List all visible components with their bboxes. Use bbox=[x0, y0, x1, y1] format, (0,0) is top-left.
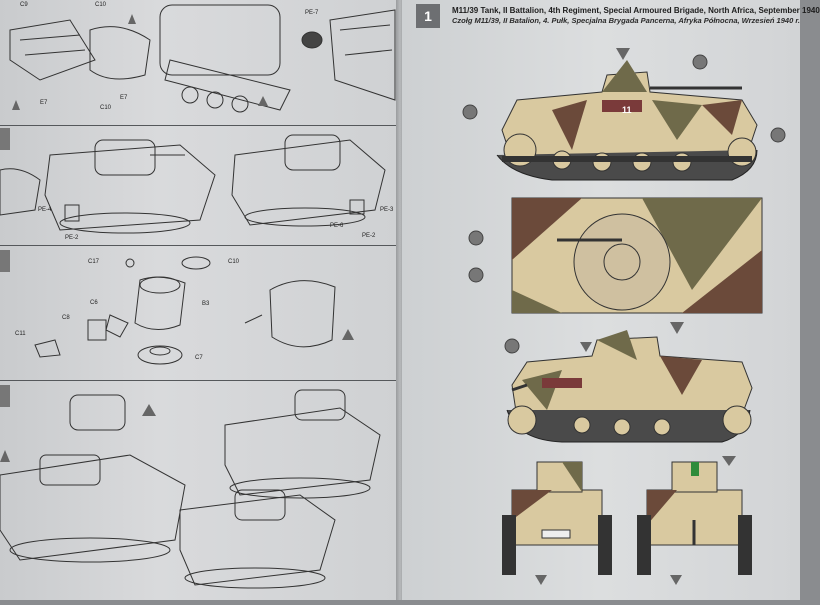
part-label: C10 bbox=[100, 105, 112, 111]
assembly-panel-2: PE-4 PE-2 PE-6 PE-2 PE-3 bbox=[0, 125, 398, 246]
part-label: C8 bbox=[62, 315, 70, 321]
part-label: C7 bbox=[195, 355, 203, 361]
part-label: B3 bbox=[202, 301, 210, 307]
assembly-drawing-1 bbox=[9, 4, 396, 113]
part-label: C6 bbox=[90, 300, 98, 306]
caption-polish: Czołg M11/39, II Batalion, 4. Pułk, Spec… bbox=[452, 16, 800, 25]
step-marker bbox=[0, 128, 10, 150]
part-label: C10 bbox=[95, 2, 107, 8]
part-label: PE-7 bbox=[305, 10, 319, 16]
left-instruction-page: C9 C10 PE-7 E7 E7 C10 PE-4 PE-2 PE-6 PE- bbox=[0, 0, 398, 600]
part-label: PE-4 bbox=[38, 207, 52, 213]
part-label: E7 bbox=[40, 100, 48, 106]
camouflage-profiles bbox=[462, 48, 786, 585]
assembly-drawing-2 bbox=[0, 134, 386, 234]
tank-front-view bbox=[637, 461, 752, 575]
part-label: C9 bbox=[20, 2, 28, 8]
part-label: C10 bbox=[228, 259, 240, 265]
step-number: 1 bbox=[416, 4, 440, 28]
part-label: E7 bbox=[120, 95, 128, 101]
tank-side-view-left bbox=[506, 330, 753, 443]
step-marker bbox=[0, 250, 10, 272]
assembly-drawing-4 bbox=[0, 389, 381, 589]
part-label: C17 bbox=[88, 259, 100, 265]
step-marker bbox=[0, 385, 10, 407]
part-label: PE-6 bbox=[330, 223, 344, 229]
part-label: C11 bbox=[15, 331, 26, 337]
assembly-panel-4 bbox=[0, 380, 398, 600]
tank-top-view bbox=[511, 197, 763, 314]
assembly-drawing-3 bbox=[34, 256, 354, 365]
tank-side-view-right bbox=[496, 60, 758, 181]
assembly-panel-3: C17 C10 B3 C6 C8 C11 C7 bbox=[0, 245, 398, 381]
assembly-panel-1: C9 C10 PE-7 E7 E7 C10 bbox=[0, 0, 398, 126]
page-gutter bbox=[396, 0, 404, 600]
right-painting-page: 1 M11/39 Tank, II Battalion, 4th Regimen… bbox=[402, 0, 820, 600]
tank-rear-view bbox=[502, 461, 612, 575]
hull-number: 11 bbox=[622, 105, 632, 115]
part-label: PE-2 bbox=[65, 235, 79, 241]
part-label: PE-2 bbox=[362, 233, 376, 239]
caption-english: M11/39 Tank, II Battalion, 4th Regiment,… bbox=[452, 6, 820, 15]
part-label: PE-3 bbox=[380, 207, 394, 213]
